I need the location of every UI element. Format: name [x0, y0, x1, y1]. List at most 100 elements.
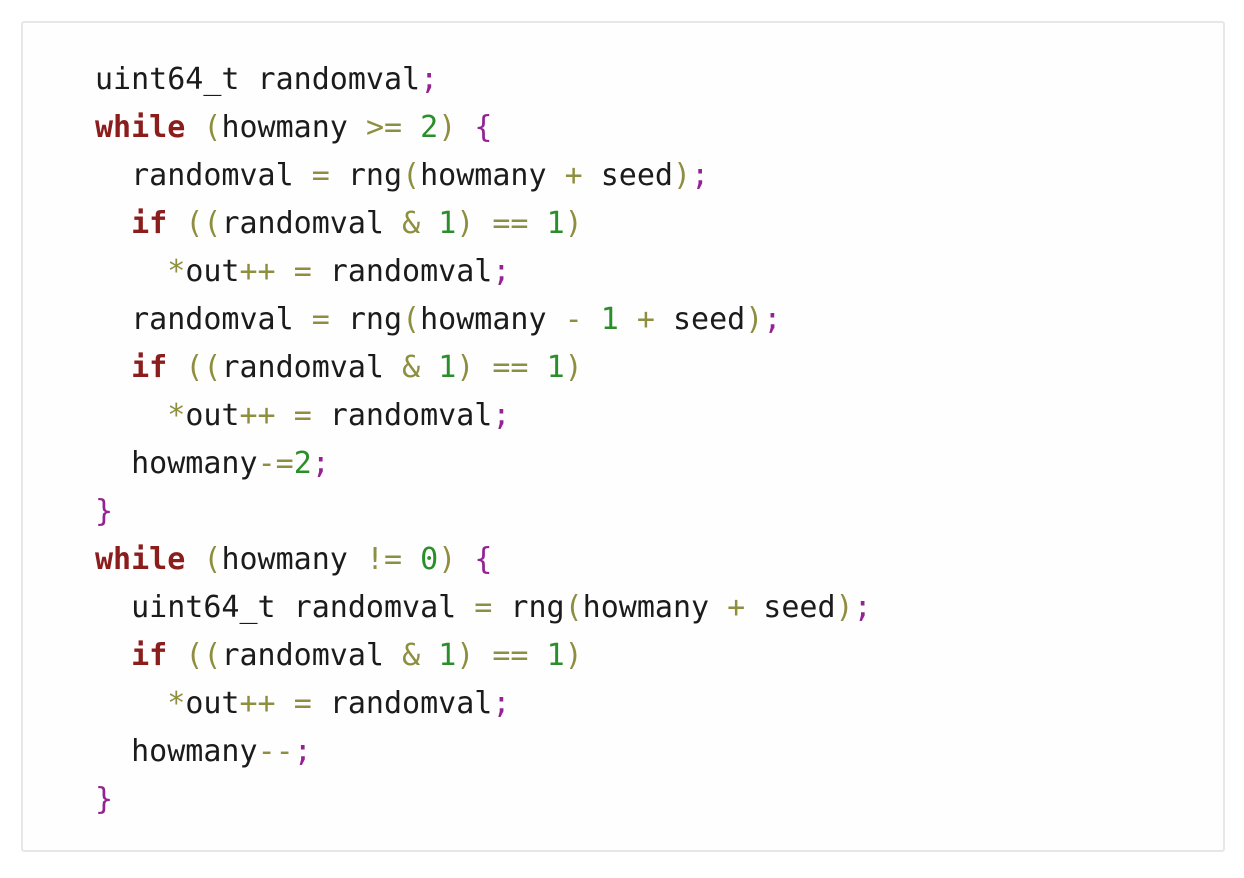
code-token: uint64_t randomval — [95, 62, 421, 97]
code-token: 2 — [420, 110, 439, 145]
code-token: while — [95, 542, 186, 577]
code-line: while (howmany >= 2) { — [95, 104, 1207, 152]
code-token — [167, 638, 185, 673]
code-token — [420, 206, 438, 241]
code-token: - — [564, 302, 583, 337]
code-token: = — [293, 254, 312, 289]
code-token: -= — [257, 446, 294, 481]
code-token: = — [293, 398, 312, 433]
code-token — [167, 206, 185, 241]
code-line: randomval = rng(howmany + seed); — [95, 152, 1207, 200]
code-token: randomval — [221, 206, 403, 241]
code-token: randomval — [95, 302, 312, 337]
code-token: 1 — [546, 350, 565, 385]
code-token: & — [402, 350, 421, 385]
code-line: if ((randomval & 1) == 1) — [95, 632, 1207, 680]
code-token: uint64_t randomval — [95, 590, 475, 625]
code-token: ( — [402, 158, 421, 193]
code-token: 1 — [546, 638, 565, 673]
code-token — [474, 206, 492, 241]
code-token — [474, 638, 492, 673]
code-token: seed — [745, 590, 836, 625]
code-line: *out++ = randomval; — [95, 392, 1207, 440]
code-token: ) — [456, 206, 475, 241]
code-token: seed — [582, 158, 673, 193]
code-token — [529, 350, 547, 385]
code-line: } — [95, 776, 1207, 824]
code-token: howmany — [221, 542, 366, 577]
code-line: randomval = rng(howmany - 1 + seed); — [95, 296, 1207, 344]
code-token — [456, 110, 474, 145]
code-token: ) — [564, 350, 583, 385]
code-token — [95, 686, 167, 721]
code-token — [529, 206, 547, 241]
code-token: >= — [365, 110, 403, 145]
code-token: 1 — [546, 206, 565, 241]
code-token: 1 — [438, 638, 457, 673]
code-token: ) — [456, 638, 475, 673]
code-token — [95, 350, 131, 385]
code-token: ) — [673, 158, 692, 193]
code-token — [529, 638, 547, 673]
code-token: & — [402, 638, 421, 673]
code-token: ; — [691, 158, 710, 193]
code-token: randomval — [311, 686, 493, 721]
code-line: uint64_t randomval; — [95, 56, 1207, 104]
code-token: randomval — [311, 254, 493, 289]
code-token: ) — [835, 590, 854, 625]
code-token: ; — [853, 590, 872, 625]
code-token — [95, 398, 167, 433]
code-line: } — [95, 488, 1207, 536]
code-token: == — [492, 638, 529, 673]
code-token — [583, 302, 601, 337]
code-token: * — [167, 686, 186, 721]
code-token: while — [95, 110, 186, 145]
code-line: uint64_t randomval = rng(howmany + seed)… — [95, 584, 1207, 632]
code-token: ; — [763, 302, 782, 337]
code-token: ) — [456, 350, 475, 385]
code-line: howmany--; — [95, 728, 1207, 776]
code-token: { — [474, 542, 493, 577]
code-token: rng — [329, 158, 403, 193]
code-token: 1 — [438, 206, 457, 241]
code-token — [185, 542, 203, 577]
code-token: 0 — [420, 542, 439, 577]
code-token — [95, 206, 131, 241]
code-token: ( — [203, 110, 222, 145]
code-token — [402, 110, 420, 145]
code-token: (( — [185, 206, 222, 241]
code-token — [276, 398, 294, 433]
code-token: == — [492, 350, 529, 385]
code-token: 1 — [600, 302, 619, 337]
code-token: = — [293, 686, 312, 721]
code-token: ; — [492, 686, 511, 721]
code-token: rng — [492, 590, 565, 625]
code-token — [420, 638, 438, 673]
code-token: ; — [293, 734, 312, 769]
code-token: != — [365, 542, 403, 577]
code-line: *out++ = randomval; — [95, 248, 1207, 296]
code-token: { — [474, 110, 493, 145]
code-token: + — [636, 302, 655, 337]
code-token: if — [131, 638, 168, 673]
code-token: howmany — [95, 446, 258, 481]
code-token: randomval — [221, 350, 403, 385]
code-token: howmany — [420, 302, 565, 337]
code-token: -- — [257, 734, 294, 769]
code-token: * — [167, 254, 186, 289]
code-token: howmany — [95, 734, 258, 769]
code-token — [167, 350, 185, 385]
code-token: if — [131, 206, 168, 241]
code-token: ) — [564, 206, 583, 241]
code-token: == — [492, 206, 529, 241]
code-line: *out++ = randomval; — [95, 680, 1207, 728]
code-token — [402, 542, 420, 577]
code-token: & — [402, 206, 421, 241]
code-token: ) — [438, 110, 457, 145]
code-token: ++ — [239, 254, 276, 289]
code-token: (( — [185, 350, 222, 385]
code-block: uint64_t randomval;while (howmany >= 2) … — [21, 21, 1225, 852]
code-token — [276, 254, 294, 289]
code-token: ) — [564, 638, 583, 673]
code-token — [276, 686, 294, 721]
